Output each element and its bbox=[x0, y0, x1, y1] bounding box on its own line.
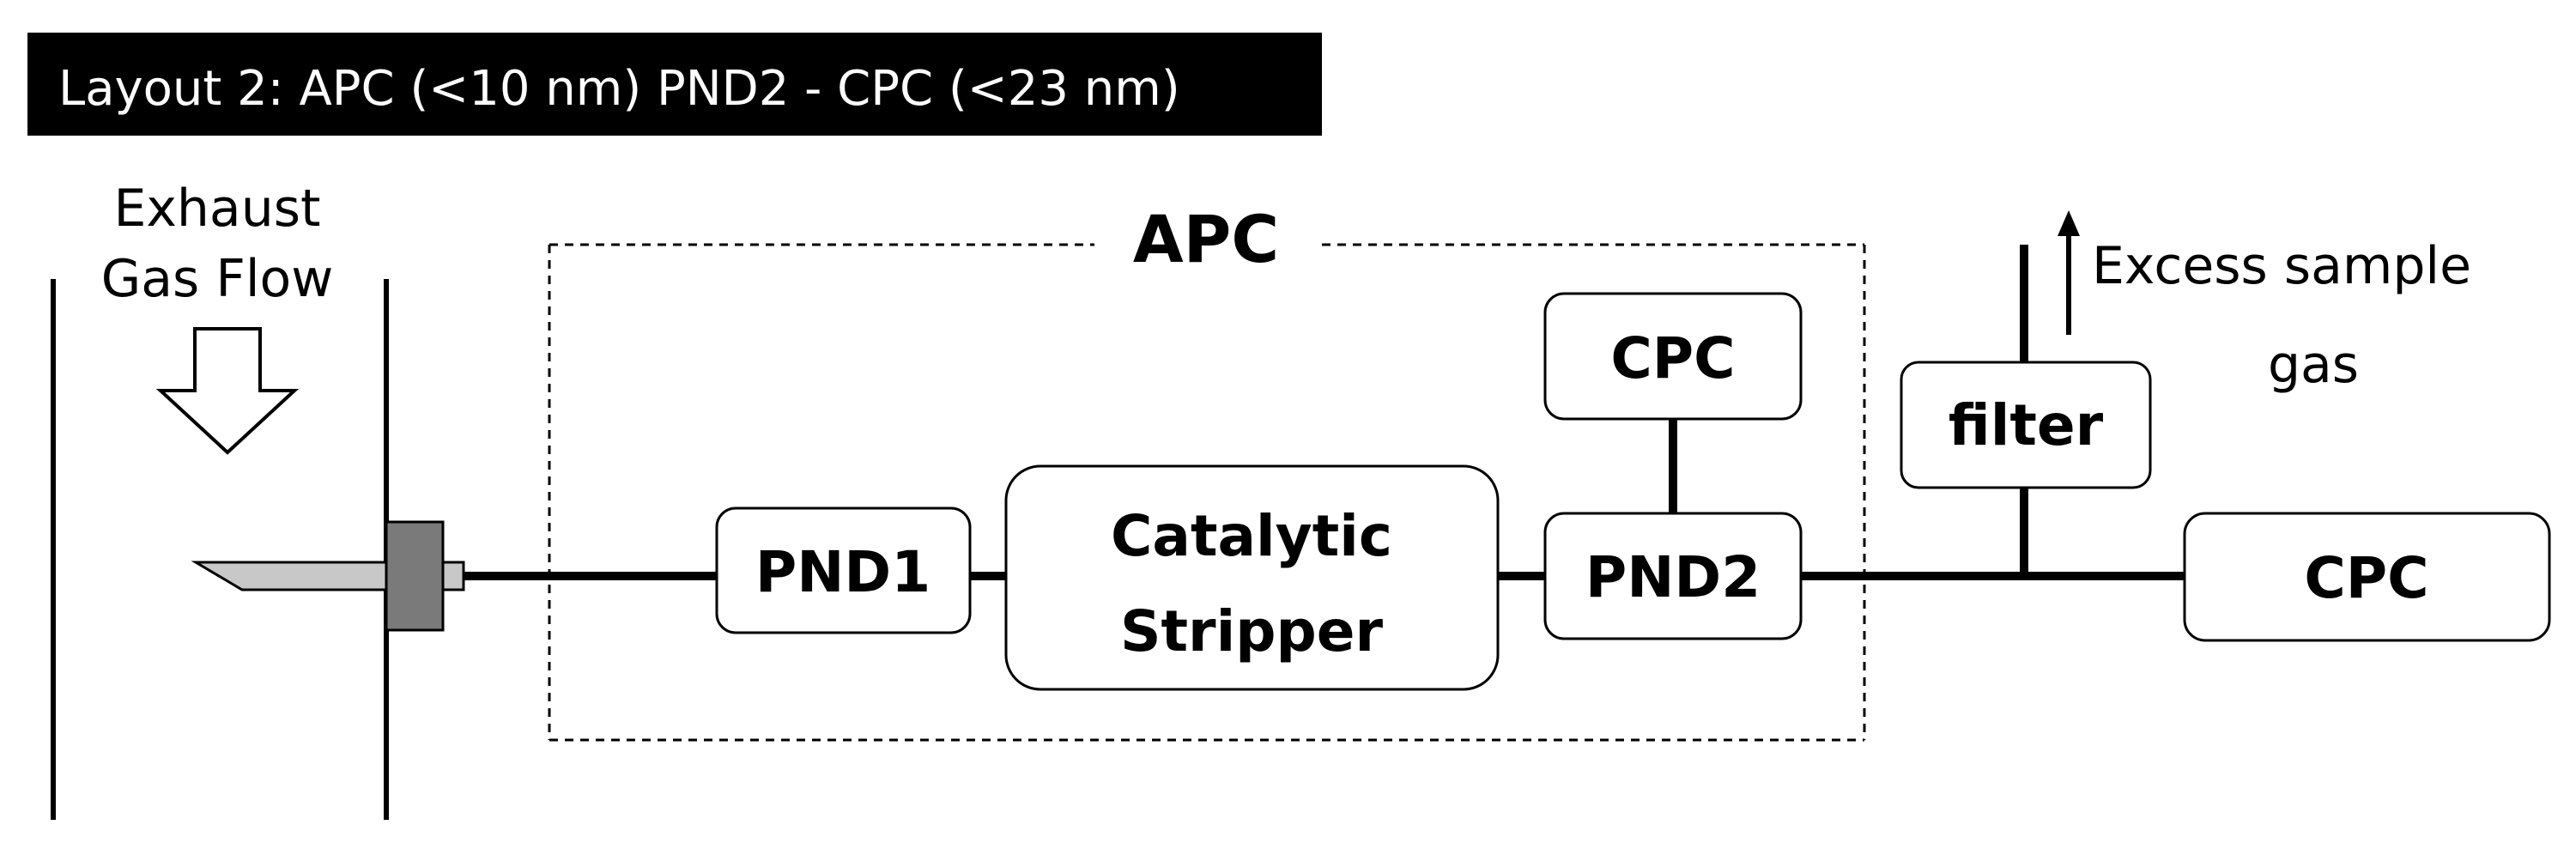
stripper-label-line1: Catalytic bbox=[1111, 503, 1392, 569]
exhaust-label-line2: Gas Flow bbox=[101, 249, 334, 309]
catalytic-stripper-box bbox=[1004, 464, 1500, 691]
excess-gas-label-line1: Excess sample bbox=[2092, 236, 2471, 296]
apc-label: APC bbox=[1133, 201, 1279, 277]
cpc-right-box bbox=[2183, 512, 2551, 642]
cpc-top-label: CPC bbox=[1610, 325, 1735, 391]
stripper-label-line2: Stripper bbox=[1120, 598, 1384, 664]
probe-mount bbox=[385, 520, 445, 632]
exhaust-label-line1: Exhaust bbox=[113, 179, 320, 239]
pnd1-label: PND1 bbox=[755, 539, 930, 605]
filter-label: filter bbox=[1949, 392, 2104, 458]
diagram-title: Layout 2: APC (<10 nm) PND2 - CPC (<23 n… bbox=[58, 61, 1180, 117]
pnd2-box bbox=[1543, 512, 1803, 640]
title-banner bbox=[27, 33, 1322, 136]
pnd2-label: PND2 bbox=[1585, 544, 1761, 610]
cpc-right-label: CPC bbox=[2304, 545, 2428, 611]
excess-gas-label-line2: gas bbox=[2268, 335, 2359, 395]
down-arrow-outline-icon bbox=[155, 327, 300, 455]
up-arrow-icon bbox=[2058, 210, 2080, 335]
pnd1-box bbox=[715, 506, 972, 634]
